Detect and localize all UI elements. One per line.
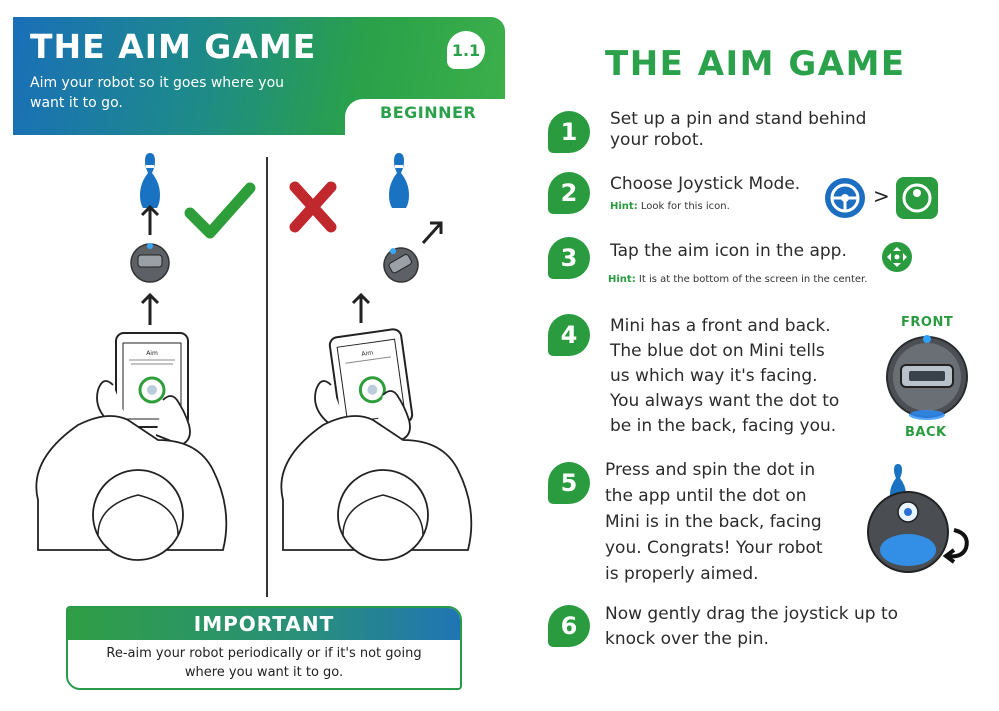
step-number-badge: 1 xyxy=(548,111,590,153)
step-line: your robot. xyxy=(610,130,704,150)
step-line: The blue dot on Mini tells xyxy=(610,341,825,361)
mini-robot-icon xyxy=(383,247,419,283)
step-line: knock over the pin. xyxy=(605,629,769,649)
arrow-diagonal-icon xyxy=(421,221,443,245)
arrow-up-icon xyxy=(351,292,371,323)
step-line: Mini has a front and back. xyxy=(610,316,831,336)
arrow-up-icon xyxy=(140,292,160,325)
title-banner: THE AIM GAME Aim your robot so it goes w… xyxy=(13,17,505,135)
step-line: you. Congrats! Your robot xyxy=(605,538,823,558)
step-line: the app until the dot on xyxy=(605,486,807,506)
important-box: IMPORTANT Re-aim your robot periodically… xyxy=(66,606,462,690)
step-text: Tap the aim icon in the app. xyxy=(610,241,847,261)
arrow-up-icon xyxy=(140,204,160,235)
hint-label: Hint: xyxy=(608,274,636,285)
step-line: be in the back, facing you. xyxy=(610,416,837,436)
step-line: Press and spin the dot in xyxy=(605,460,816,480)
tablet-screen-title: Aim xyxy=(361,349,374,358)
x-mark-icon xyxy=(289,181,337,233)
important-heading: IMPORTANT xyxy=(68,608,460,640)
step-number-badge: 6 xyxy=(548,605,590,647)
step-line: Now gently drag the joystick up to xyxy=(605,604,899,624)
wrong-example: Aim xyxy=(280,153,473,561)
step-line: is properly aimed. xyxy=(605,564,759,584)
mini-robot-icon xyxy=(130,243,170,283)
mini-robot-front-back-image xyxy=(886,335,968,420)
steering-wheel-icon xyxy=(825,178,865,218)
step-line: You always want the dot to xyxy=(610,391,840,411)
step-number-badge: 5 xyxy=(548,462,590,504)
step-text: Mini has a front and back. The blue dot … xyxy=(610,314,839,439)
step-number-badge: 2 xyxy=(548,172,590,214)
bowling-pin-icon xyxy=(140,153,160,208)
banner-notch xyxy=(345,99,505,135)
step-hint: Hint: It is at the bottom of the screen … xyxy=(608,274,867,285)
divider-line xyxy=(266,157,268,597)
step-line: Mini is in the back, facing xyxy=(605,512,822,532)
bowling-pin-icon xyxy=(389,153,409,208)
step-text: Press and spin the dot in the app until … xyxy=(605,457,823,587)
correct-example: Aim xyxy=(35,153,256,561)
card-subtitle: Aim your robot so it goes where you want… xyxy=(30,75,285,111)
check-mark-icon xyxy=(184,182,256,239)
step-hint: Hint: Look for this icon. xyxy=(610,201,730,212)
step-number-badge: 3 xyxy=(548,237,590,279)
hint-label: Hint: xyxy=(610,201,638,212)
step-number-badge: 4 xyxy=(548,314,590,356)
level-label: BEGINNER xyxy=(380,103,477,122)
step-line: Set up a pin and stand behind xyxy=(610,109,867,129)
hint-text: Look for this icon. xyxy=(640,201,730,212)
card-title: THE AIM GAME xyxy=(30,27,317,66)
page-title: THE AIM GAME xyxy=(605,44,906,84)
mini-robot-with-pin-image xyxy=(867,464,969,573)
tablet-screen-title: Aim xyxy=(146,350,158,357)
step-line: us which way it's facing. xyxy=(610,366,818,386)
back-label: BACK xyxy=(905,425,947,440)
left-card: THE AIM GAME Aim your robot so it goes w… xyxy=(13,17,505,690)
important-text: Re-aim your robot periodically or if it'… xyxy=(106,646,422,680)
level-number-badge: 1.1 xyxy=(447,31,485,69)
hint-text: It is at the bottom of the screen in the… xyxy=(638,274,868,285)
aim-icon xyxy=(882,242,912,272)
step-text: Now gently drag the joystick up to knock… xyxy=(605,602,898,652)
step-text: Choose Joystick Mode. xyxy=(610,174,801,194)
front-label: FRONT xyxy=(901,315,954,330)
step-text: Set up a pin and stand behind your robot… xyxy=(610,109,866,151)
joystick-icon xyxy=(896,177,938,219)
arrow-separator: > xyxy=(873,184,890,208)
aim-illustration: Aim xyxy=(35,153,473,561)
